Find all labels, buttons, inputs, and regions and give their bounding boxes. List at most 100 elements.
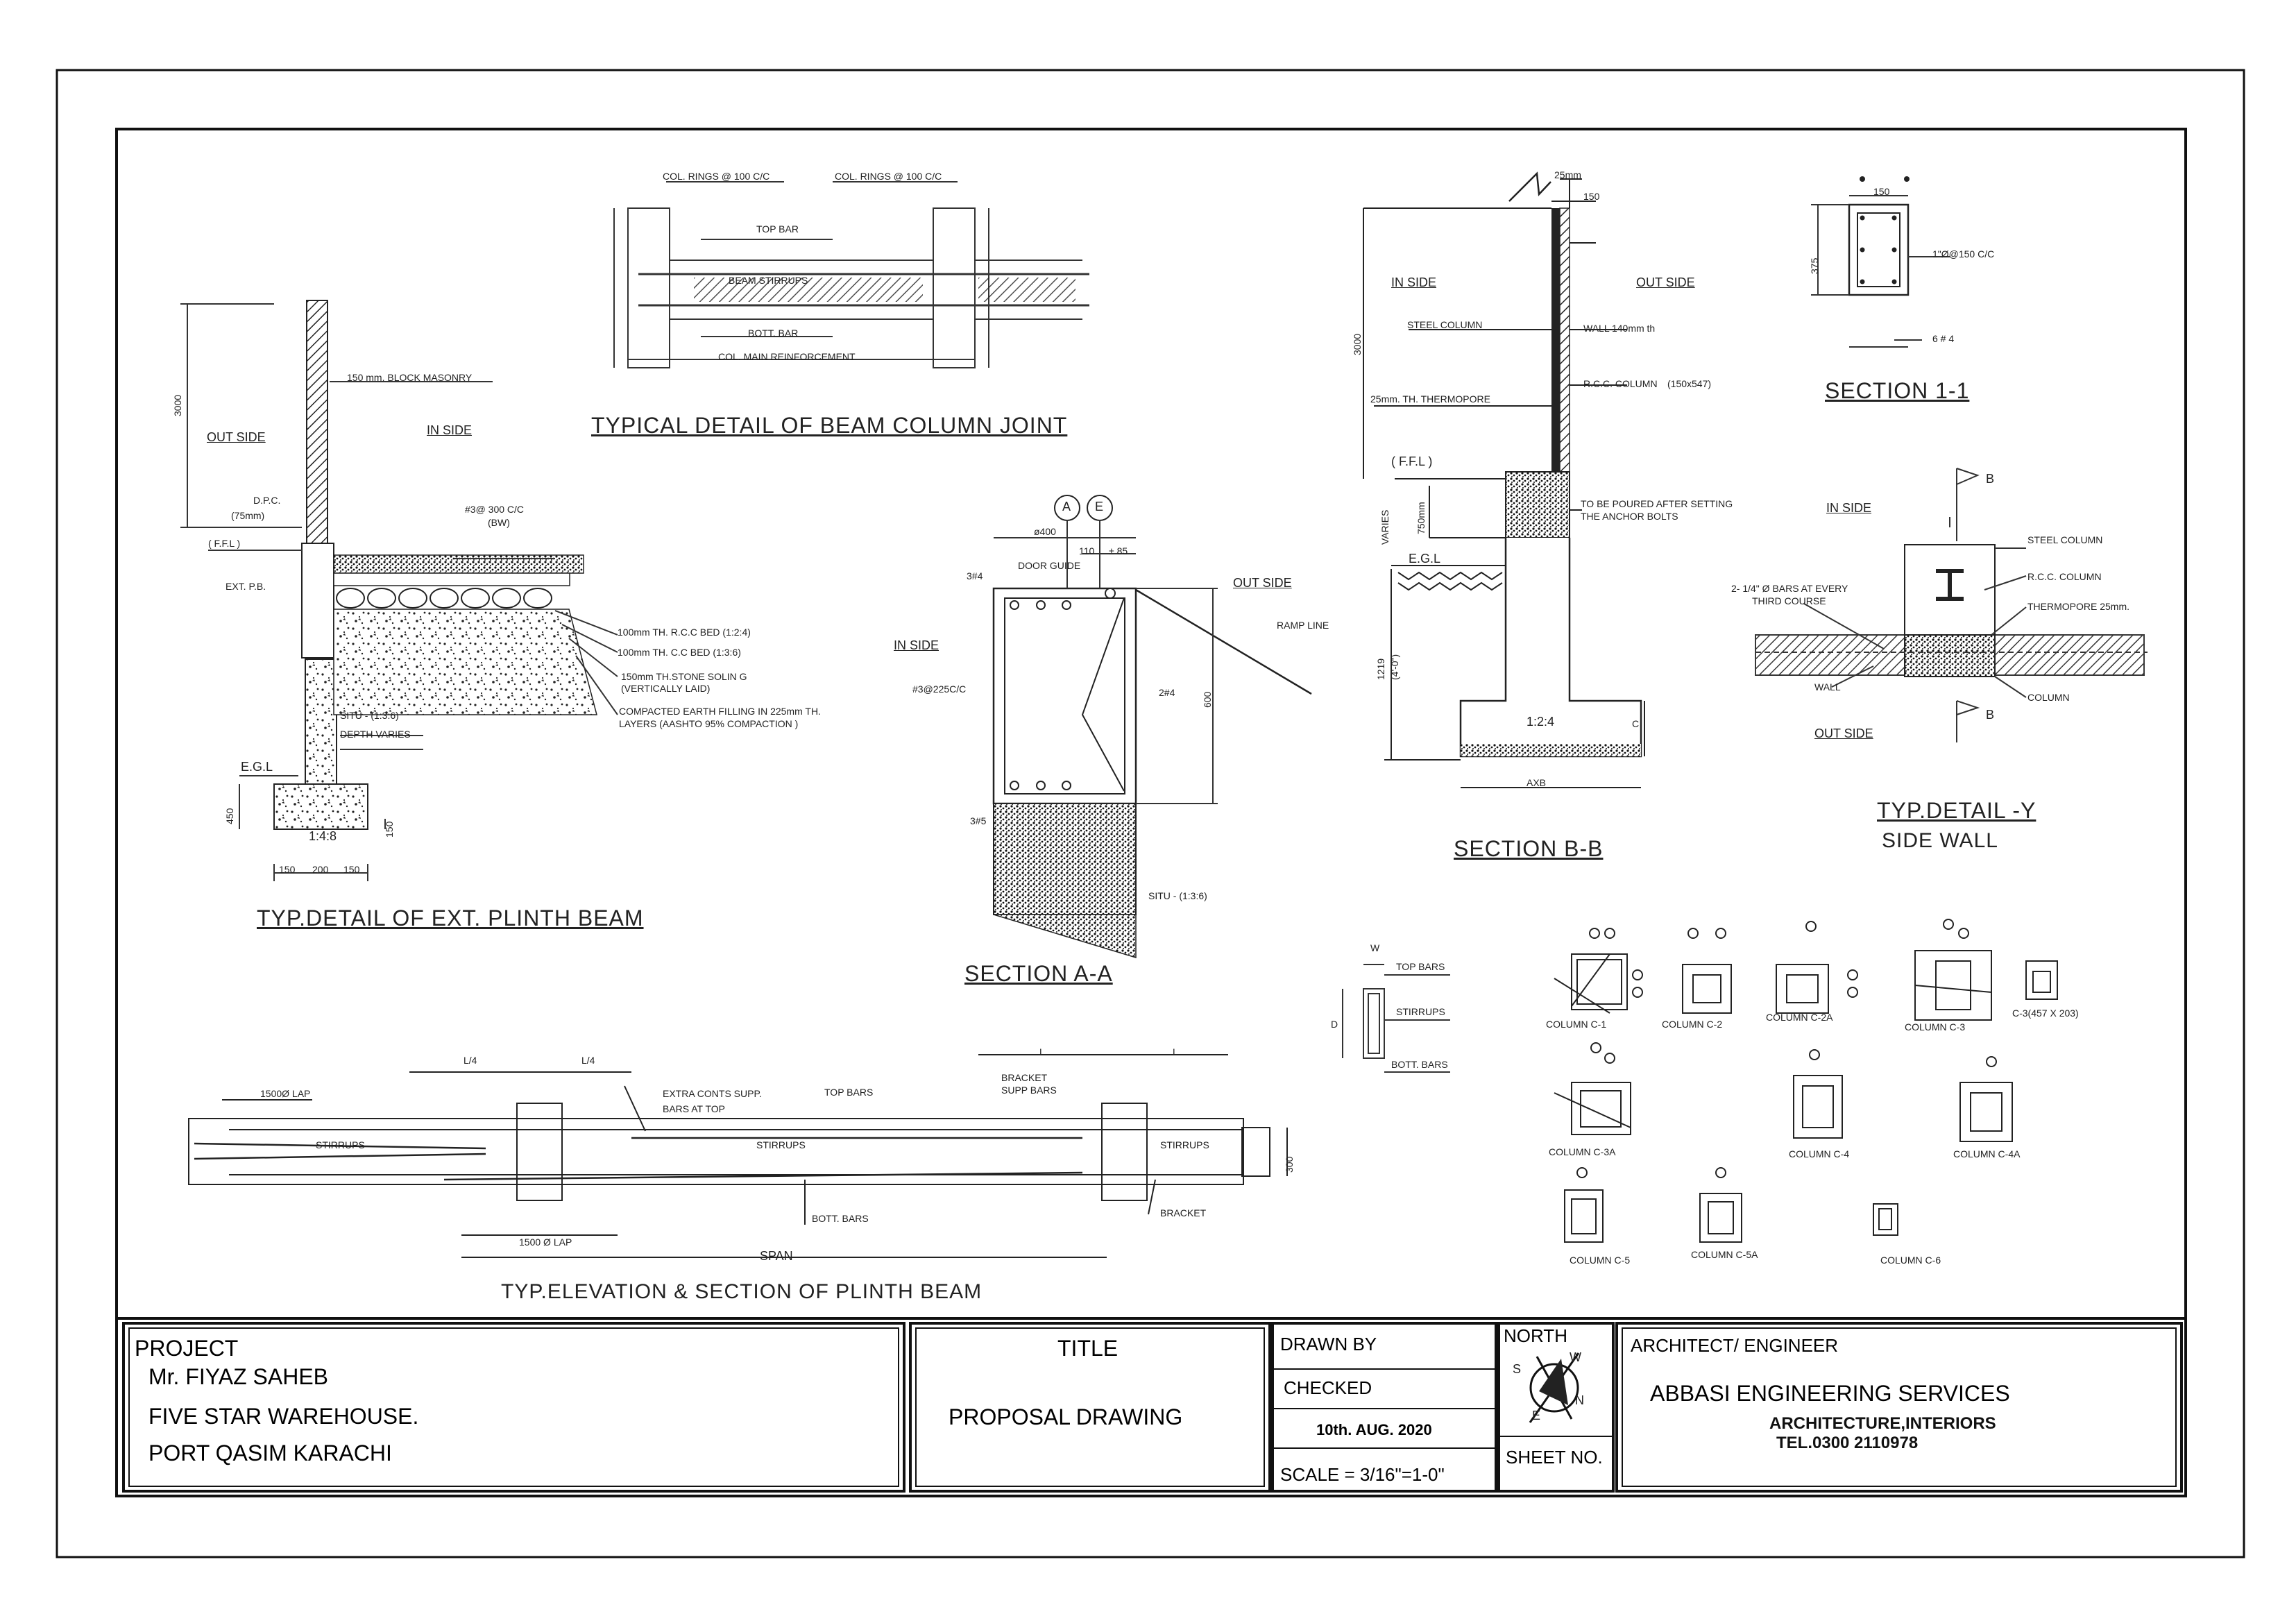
ext-pb-label: EXT. P.B. <box>226 581 266 592</box>
section-aa-out-side: OUT SIDE <box>1233 576 1292 590</box>
section-1-1-drawing <box>1811 176 1950 348</box>
side-wall-bars-2: THIRD COURSE <box>1752 595 1826 606</box>
scale-label: SCALE = 3/16"=1-0" <box>1280 1464 1445 1485</box>
side-wall-rcc-column: R.C.C. COLUMN <box>2027 571 2102 582</box>
dim-600: 600 <box>1202 691 1213 708</box>
s11-dim-375: 375 <box>1809 257 1820 274</box>
small-d-label: D <box>1331 1019 1338 1030</box>
plinth-situ-label: SITU - (1:3:6) <box>340 710 399 721</box>
dim-85: ± 85 <box>1109 545 1128 556</box>
dim-750: 750mm <box>1415 502 1427 534</box>
section-1-1-title: SECTION 1-1 <box>1825 378 1970 403</box>
column-c6-label: COLUMN C-6 <box>1880 1255 1941 1266</box>
bars-bottom-label: 3#5 <box>970 815 987 826</box>
bb-dim-c: C <box>1632 718 1640 729</box>
span-label: SPAN <box>760 1249 793 1263</box>
s11-bars-label: 6 # 4 <box>1932 333 1955 344</box>
north-arrow-icon <box>1529 1352 1580 1423</box>
title-block-frames <box>115 1317 2187 1497</box>
bb-in-side: IN SIDE <box>1391 275 1437 289</box>
plinth-dim-150-b: 150 <box>343 864 360 875</box>
cc-bed-label: 100mm TH. C.C BED (1:3:6) <box>618 647 741 658</box>
drawing-title: PROPOSAL DRAWING <box>949 1404 1183 1429</box>
column-c5-label: COLUMN C-5 <box>1570 1255 1631 1266</box>
elev-l-b: L <box>1173 1046 1178 1057</box>
side-wall-wall: WALL <box>1814 681 1841 692</box>
section-aa-title: SECTION A-A <box>964 961 1113 986</box>
dim-1219: 1219 <box>1375 658 1386 680</box>
elev-l-a: L <box>1039 1046 1045 1057</box>
stone-soling-label: 150mm TH.STONE SOLIN G <box>621 671 747 682</box>
bb-dim-150: 150 <box>1583 191 1600 202</box>
ext-plinth-beam-drawing <box>180 300 618 881</box>
bott-bar-label: BOTT. BAR <box>748 328 799 339</box>
dim-25mm: 25mm <box>1554 169 1581 180</box>
beam-column-joint-drawing <box>613 181 1089 368</box>
project-name: FIVE STAR WAREHOUSE. <box>148 1404 419 1429</box>
plinth-egl-label: E.G.L <box>241 760 273 774</box>
elev-stirrups-2: STIRRUPS <box>756 1139 806 1150</box>
bb-ffl-label: ( F.F.L ) <box>1391 454 1433 468</box>
aa-stirrups-label: #3@225C/C <box>912 683 967 695</box>
project-label: PROJECT <box>135 1336 239 1361</box>
bb-egl-label: E.G.L <box>1409 552 1441 566</box>
column-schedule-drawings <box>1554 919 2058 1243</box>
section-aa-in-side: IN SIDE <box>894 638 939 652</box>
north-label: NORTH <box>1504 1325 1567 1346</box>
bb-dim-3000: 3000 <box>1352 333 1363 355</box>
supp-bars-label: SUPP BARS <box>1001 1085 1057 1096</box>
beam-stirrups-label: BEAM STIRRUPS <box>729 275 808 286</box>
varies-label: VARIES <box>1379 509 1391 545</box>
elev-dim-300: 300 <box>1284 1156 1295 1173</box>
compass-n: N <box>1575 1393 1584 1407</box>
dim-110: 110 <box>1079 545 1095 556</box>
bb-out-side: OUT SIDE <box>1636 275 1695 289</box>
plinth-dim-150-right: 150 <box>384 821 395 838</box>
date-label: 10th. AUG. 2020 <box>1316 1421 1432 1438</box>
dpc-thk-label: (75mm) <box>231 510 265 521</box>
title-label: TITLE <box>1057 1336 1119 1361</box>
marker-b-top: B <box>1986 472 1995 486</box>
door-guide-label: DOOR GUIDE <box>1018 560 1081 571</box>
elev-top-bars-label: TOP BARS <box>824 1087 874 1098</box>
plinth-elevation-title: TYP.ELEVATION & SECTION OF PLINTH BEAM <box>501 1280 983 1303</box>
side-wall-drawing <box>1755 468 2148 742</box>
small-top-bars: TOP BARS <box>1396 961 1445 972</box>
vertically-laid-label: (VERTICALLY LAID) <box>621 683 711 694</box>
section-bb-title: SECTION B-B <box>1454 836 1604 861</box>
bb-steel-column-label: STEEL COLUMN <box>1407 319 1483 330</box>
small-w-label: W <box>1370 942 1380 953</box>
top-bar-label: TOP BAR <box>756 223 799 235</box>
plinth-elevation-drawing <box>188 1054 1288 1258</box>
dim-400: ø400 <box>1034 526 1056 537</box>
marker-e: E <box>1095 500 1104 513</box>
col-rings-right-label: COL. RINGS @ 100 C/C <box>835 171 942 182</box>
lap-top-label: 1500Ø LAP <box>260 1088 311 1099</box>
column-c4a-label: COLUMN C-4A <box>1953 1148 2021 1159</box>
column-c2-label: COLUMN C-2 <box>1662 1019 1723 1030</box>
side-wall-out-side: OUT SIDE <box>1814 726 1873 740</box>
compass-w: W <box>1570 1350 1581 1364</box>
ramp-line-label: RAMP LINE <box>1277 620 1329 631</box>
depth-varies-label: DEPTH VARIES <box>340 729 411 740</box>
side-bars-label: 2#4 <box>1159 687 1175 698</box>
beam-column-joint-title: TYPICAL DETAIL OF BEAM COLUMN JOINT <box>591 413 1068 438</box>
compass-s: S <box>1513 1362 1522 1376</box>
s11-dim-150: 150 <box>1873 186 1890 197</box>
bw-label: (BW) <box>488 517 510 528</box>
small-bott-bars: BOTT. BARS <box>1391 1059 1448 1070</box>
bb-thermopore-label: 25mm. TH. THERMOPORE <box>1370 393 1490 405</box>
side-wall-thermopore: THERMOPORE 25mm. <box>2027 601 2130 612</box>
column-c2a-label: COLUMN C-2A <box>1766 1012 1833 1023</box>
client-name: Mr. FIYAZ SAHEB <box>148 1364 328 1389</box>
bracket-bottom-label: BRACKET <box>1160 1207 1207 1218</box>
column-c3a-label: COLUMN C-3A <box>1549 1146 1616 1157</box>
section-bb-drawing <box>1363 171 1645 788</box>
bb-wall-label: WALL 140mm th <box>1583 323 1656 334</box>
bb-rcc-column-label: R.C.C. COLUMN <box>1583 378 1658 389</box>
side-wall-bars-1: 2- 1/4" Ø BARS AT EVERY <box>1731 583 1848 594</box>
side-wall-subtitle: SIDE WALL <box>1882 829 1998 852</box>
dim-4ft: (4'-0") <box>1389 654 1400 680</box>
plinth-out-side-label: OUT SIDE <box>207 430 266 444</box>
column-c1-label: COLUMN C-1 <box>1546 1019 1607 1030</box>
